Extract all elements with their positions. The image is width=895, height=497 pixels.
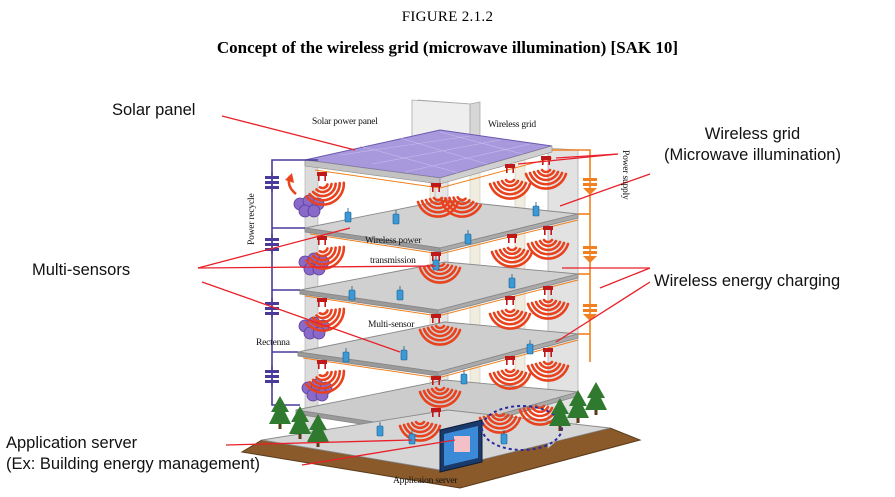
floor-slabs — [261, 199, 611, 471]
power-supply-line — [552, 149, 591, 362]
callout-application-server-line1: Application server — [6, 434, 138, 452]
label-rectenna: Rectenna — [256, 338, 290, 348]
callout-wireless-grid: Wireless grid (Microwave illumination) — [664, 124, 841, 165]
figure-number: FIGURE 2.1.2 — [401, 9, 494, 25]
label-wireless-grid: Wireless grid — [488, 120, 536, 130]
callout-application-server-line2: (Ex: Building energy management) — [6, 454, 261, 473]
label-power-supply: Power supply — [620, 150, 630, 200]
leader-lines — [197, 115, 651, 466]
callout-wireless-energy-charging: Wireless energy charging — [654, 272, 841, 290]
figure-title: Concept of the wireless grid (microwave … — [216, 38, 679, 57]
callout-wireless-grid-line2: (Microwave illumination) — [664, 145, 841, 164]
callout-wireless-grid-line1: Wireless grid — [704, 125, 801, 143]
application-server-monitor — [439, 419, 483, 473]
callout-application-server: Application server (Ex: Building energy … — [6, 433, 260, 474]
label-wireless-power-line1: Wireless power — [365, 236, 422, 246]
label-application-server: Applicaion server — [393, 476, 458, 486]
label-power-recycle: Power recycle — [247, 193, 257, 245]
power-recycle-line — [271, 159, 318, 406]
callout-solar-panel: Solar panel — [112, 101, 196, 119]
label-solar-power-panel: Solar power panel — [312, 117, 378, 127]
callout-multi-sensors: Multi-sensors — [32, 261, 131, 279]
label-multi-sensor: Multi-sensor — [368, 320, 415, 330]
label-wireless-power-line2: transmission — [370, 256, 416, 266]
